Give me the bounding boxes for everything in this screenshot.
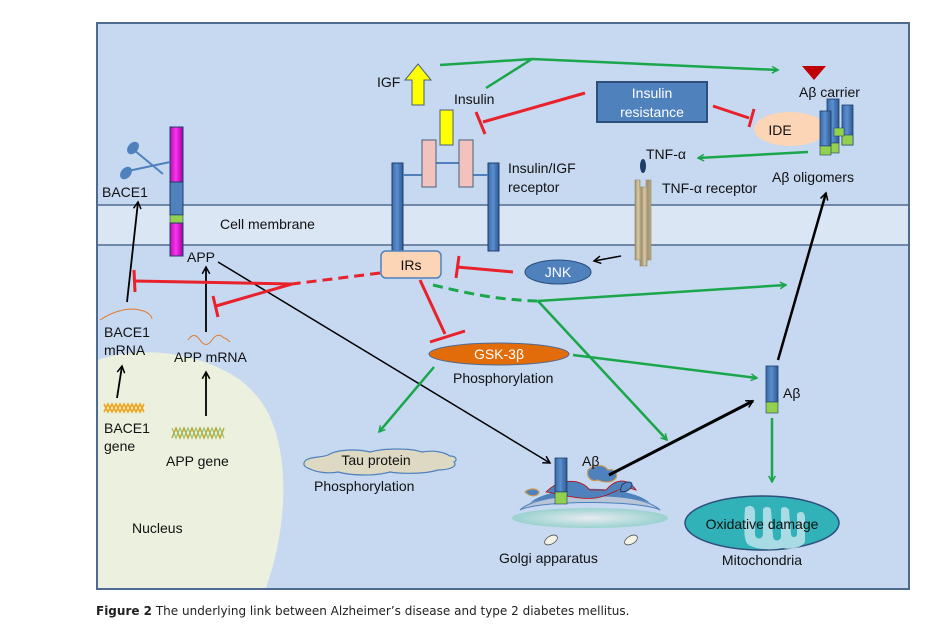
app-protein: [169, 126, 184, 257]
tnf-alpha-receptor-label: TNF-α receptor: [662, 180, 758, 196]
nucleus-label: Nucleus: [132, 520, 183, 536]
app-mrna-label: APP mRNA: [174, 349, 248, 365]
golgi-abeta-label: Aβ: [582, 453, 599, 469]
inhibit-bar-irs: [454, 255, 461, 279]
inhibit-irs-dashed: [291, 271, 381, 286]
gsk3b-label: GSK-3β: [474, 346, 524, 362]
inhibit-bar-ide: [747, 108, 756, 128]
irs-label: IRs: [401, 257, 422, 273]
inhibit-bar-gsk3b: [429, 329, 466, 344]
app-gene-dna-strand-2: [171, 426, 225, 440]
arrow-abeta-to-oligomers: [776, 193, 826, 361]
ide-ellipse: [754, 112, 826, 146]
bace1-mrna-strand: [99, 308, 153, 321]
irs-box: [380, 250, 442, 279]
abeta-carrier-label: Aβ carrier: [799, 84, 860, 100]
activate-irs-dashed: [432, 283, 539, 303]
arrow-tnfr-to-jnk: [594, 255, 622, 261]
inhibit-to-app-mrna: [215, 282, 293, 308]
bace1-mrna-label-1: BACE1: [104, 324, 150, 340]
oxidative-damage-label: Oxidative damage: [706, 516, 819, 532]
activate-gsk3b-to-tau: [379, 366, 435, 432]
arrow-bace1mrna-to-bace1: [126, 202, 138, 303]
inhibit-resistance-to-insulin: [482, 91, 586, 124]
inhibit-resistance-to-ide: [712, 104, 750, 120]
tau-protein-cloud: [303, 448, 457, 476]
bace1-gene-label-2: gene: [104, 438, 135, 454]
mitochondria-label: Mitochondria: [722, 552, 802, 568]
abeta-peptide: [765, 365, 779, 414]
activate-insulin-branch: [485, 57, 533, 90]
inhibit-jnk-to-irs: [456, 265, 514, 274]
abeta-carrier-triangle-icon: [802, 66, 826, 80]
insulin-ligand: [439, 109, 454, 146]
jnk-ellipse: [524, 259, 592, 285]
activate-to-golgi-abeta: [537, 300, 667, 440]
tau-phosphorylation-label: Phosphorylation: [314, 478, 414, 494]
scissors-icon: [120, 141, 171, 180]
insulin-label: Insulin: [454, 91, 494, 107]
figure-caption: Figure 2 The underlying link between Alz…: [96, 604, 629, 618]
figure-caption-label: Figure 2: [96, 604, 153, 618]
abeta-oligomers-cluster: [819, 98, 854, 156]
jnk-label: JNK: [545, 264, 572, 280]
app-label: APP: [187, 249, 215, 265]
insulin-igf-receptor-label-1: Insulin/IGF: [508, 160, 576, 176]
igf-label: IGF: [377, 74, 400, 90]
tnf-alpha-ligand: [640, 159, 646, 173]
tau-protein-label: Tau protein: [341, 452, 410, 468]
app-gene-label: APP gene: [166, 453, 229, 469]
inhibit-irs-to-gsk3b: [418, 279, 447, 335]
mitochondria-cristae: [744, 505, 805, 550]
igf-up-arrow-icon: [403, 63, 433, 106]
golgi-abeta-peptide: [554, 457, 568, 505]
bace1-gene-dna-icon: [103, 402, 145, 414]
tnf-alpha-receptor: [634, 179, 652, 267]
bace1-gene-label-1: BACE1: [104, 420, 150, 436]
arrow-bace1gene-to-mrna: [116, 366, 122, 399]
activate-gsk3b-to-abeta: [572, 353, 757, 378]
activate-to-oligomer-path: [537, 285, 786, 303]
bace1-label: BACE1: [102, 184, 148, 200]
activate-oligomers-to-tnf: [698, 150, 809, 158]
cell-membrane-band: [98, 205, 908, 245]
abeta-label: Aβ: [783, 385, 800, 401]
inhibit-bar-bace1: [132, 269, 137, 293]
arrow-app-to-golgi-abeta: [217, 261, 550, 463]
arrow-golgi-abeta-to-abeta: [608, 399, 753, 477]
insulin-igf-receptor-label-2: receptor: [508, 179, 560, 195]
insulin-resistance-box: [596, 81, 708, 123]
bace1-mrna-label-2: mRNA: [104, 342, 146, 358]
ide-label: IDE: [768, 122, 791, 138]
app-mrna-strand: [187, 334, 231, 345]
figure-caption-text: The underlying link between Alzheimer’s …: [152, 604, 630, 618]
abeta-oligomers-label: Aβ oligomers: [772, 169, 854, 185]
inhibit-to-bace1-mrna: [134, 279, 293, 286]
gsk3b-ellipse: [428, 342, 570, 366]
inhibit-bar-app: [211, 295, 220, 318]
cell-membrane-label: Cell membrane: [220, 216, 315, 232]
insulin-resistance-label-2: resistance: [620, 104, 684, 120]
tnf-alpha-label: TNF-α: [646, 146, 686, 162]
insulin-resistance-label-1: Insulin: [632, 85, 672, 101]
inhibit-bar-insulin: [474, 111, 487, 135]
insulin-igf-receptor: [391, 139, 500, 252]
gsk3b-phosphorylation-label: Phosphorylation: [453, 370, 553, 386]
golgi-label: Golgi apparatus: [499, 550, 598, 566]
